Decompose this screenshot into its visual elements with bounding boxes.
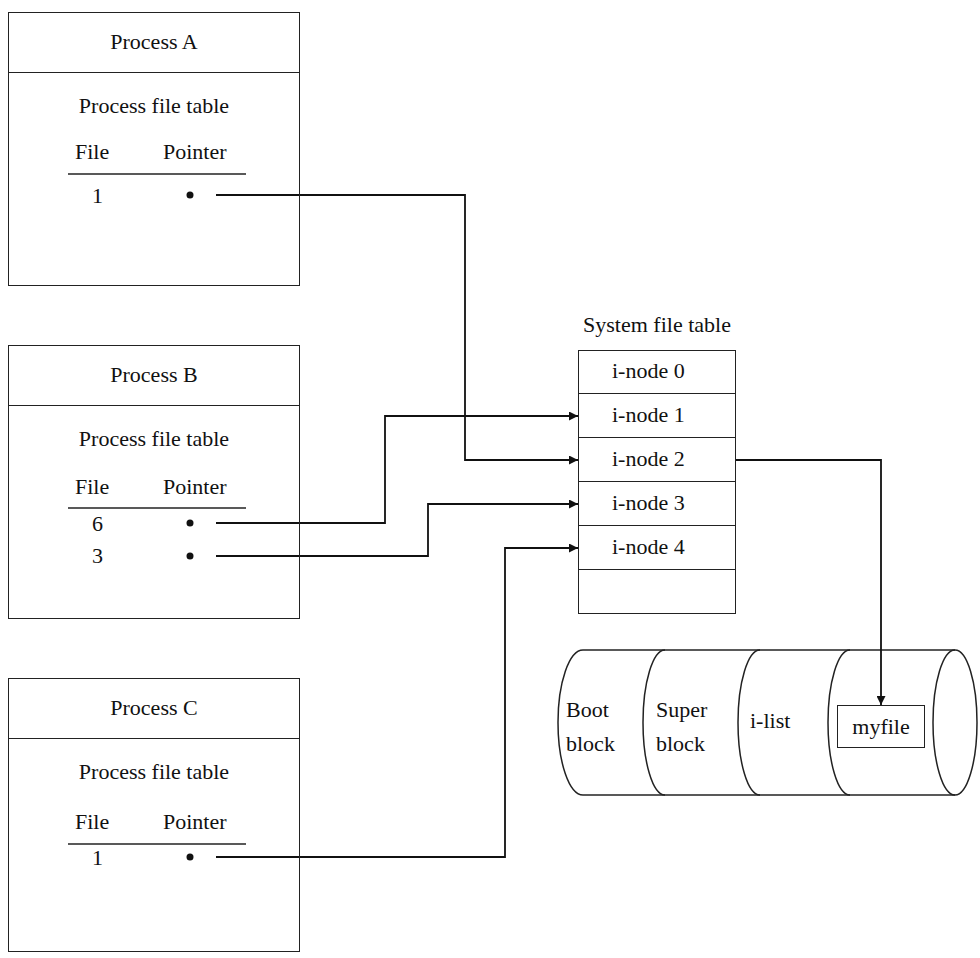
pointer-arrow — [300, 416, 578, 523]
node-text: i-list — [750, 704, 790, 738]
table-cell-text: Pointer — [163, 139, 227, 165]
node-text: Boot block — [566, 693, 632, 761]
system-file-table: System file tablei-node 0i-node 1i-node … — [578, 312, 736, 614]
disk-top-line — [583, 649, 955, 651]
inode-cell: i-node 0 — [578, 350, 736, 394]
disk-band-divider — [643, 650, 665, 795]
table-cell-text: File — [75, 474, 109, 500]
text-slot: i-list — [750, 704, 790, 738]
table-cell-text: File — [75, 139, 109, 165]
disk-band-divider — [828, 650, 850, 795]
table-cell-text: 3 — [92, 543, 103, 569]
process-title: Process A — [110, 13, 197, 71]
header-band: Process C — [9, 679, 299, 739]
table-frame — [578, 350, 736, 614]
pointer-arrow — [736, 460, 881, 705]
pointer-arrow — [300, 195, 578, 460]
inode-cell: i-node 3 — [578, 482, 736, 526]
text-slot: i-node 3 — [578, 482, 736, 524]
text-slot: Super block — [656, 693, 732, 761]
pointer-dot — [187, 553, 194, 560]
node-text: Process file table — [79, 93, 229, 119]
text-slot: Boot block — [566, 693, 632, 761]
table-cell-text: 1 — [92, 845, 103, 871]
process-box: Process B Process file table — [8, 345, 300, 619]
header-band: Process B — [9, 346, 299, 406]
table-underline — [68, 843, 246, 845]
table-cell-text: 6 — [92, 511, 103, 537]
pointer-dot — [187, 520, 194, 527]
pointer-dot — [187, 192, 194, 199]
node-text: Process file table — [79, 426, 229, 452]
text-slot: myfile — [852, 714, 909, 740]
text-slot: System file table — [538, 312, 776, 342]
pointer-stub — [216, 856, 301, 858]
pointer-arrow — [300, 548, 578, 857]
table-cell-text: Pointer — [163, 809, 227, 835]
table-underline — [68, 507, 246, 509]
pointer-stub — [216, 555, 301, 557]
text-slot: i-node 4 — [578, 526, 736, 568]
inode-cell: i-node 1 — [578, 394, 736, 438]
text-slot: Process file table — [9, 759, 299, 785]
disk-band: Super block — [652, 693, 736, 761]
table-title: System file table — [583, 312, 731, 338]
text-slot: i-node 2 — [578, 438, 736, 480]
inode-cell: i-node 2 — [578, 438, 736, 482]
table-underline — [68, 173, 246, 175]
process-title: Process C — [110, 679, 197, 737]
text-slot: i-node 1 — [578, 394, 736, 436]
disk-band: Boot block — [562, 693, 636, 761]
text-slot: Process file table — [9, 426, 299, 452]
process-box: Process C Process file table — [8, 678, 300, 952]
pointer-stub — [216, 522, 301, 524]
pointer-dot — [187, 854, 194, 861]
table-cell-text: 1 — [92, 183, 103, 209]
disk-bottom-line — [583, 794, 955, 796]
node-text: i-node 2 — [578, 438, 736, 480]
text-slot: Process file table — [9, 93, 299, 119]
pointer-stub — [216, 194, 301, 196]
node-text: Process file table — [79, 759, 229, 785]
node-text: i-node 4 — [578, 526, 736, 568]
node-text: i-node 1 — [578, 394, 736, 436]
inode-cell: i-node 4 — [578, 526, 736, 570]
header-band: Process A — [9, 13, 299, 73]
file-box: myfile — [837, 705, 925, 748]
node-text: Super block — [656, 693, 732, 761]
disk-right-end — [933, 650, 977, 795]
process-box: Process A Process file table — [8, 12, 300, 286]
node-text: i-node 0 — [578, 350, 736, 392]
node-text: i-node 3 — [578, 482, 736, 524]
disk-band: i-list — [746, 704, 824, 738]
table-cell-text: File — [75, 809, 109, 835]
text-slot: i-node 0 — [578, 350, 736, 392]
node-text: myfile — [852, 714, 909, 740]
table-cell-text: Pointer — [163, 474, 227, 500]
process-title: Process B — [110, 346, 197, 404]
disk-left-cap — [558, 650, 583, 795]
